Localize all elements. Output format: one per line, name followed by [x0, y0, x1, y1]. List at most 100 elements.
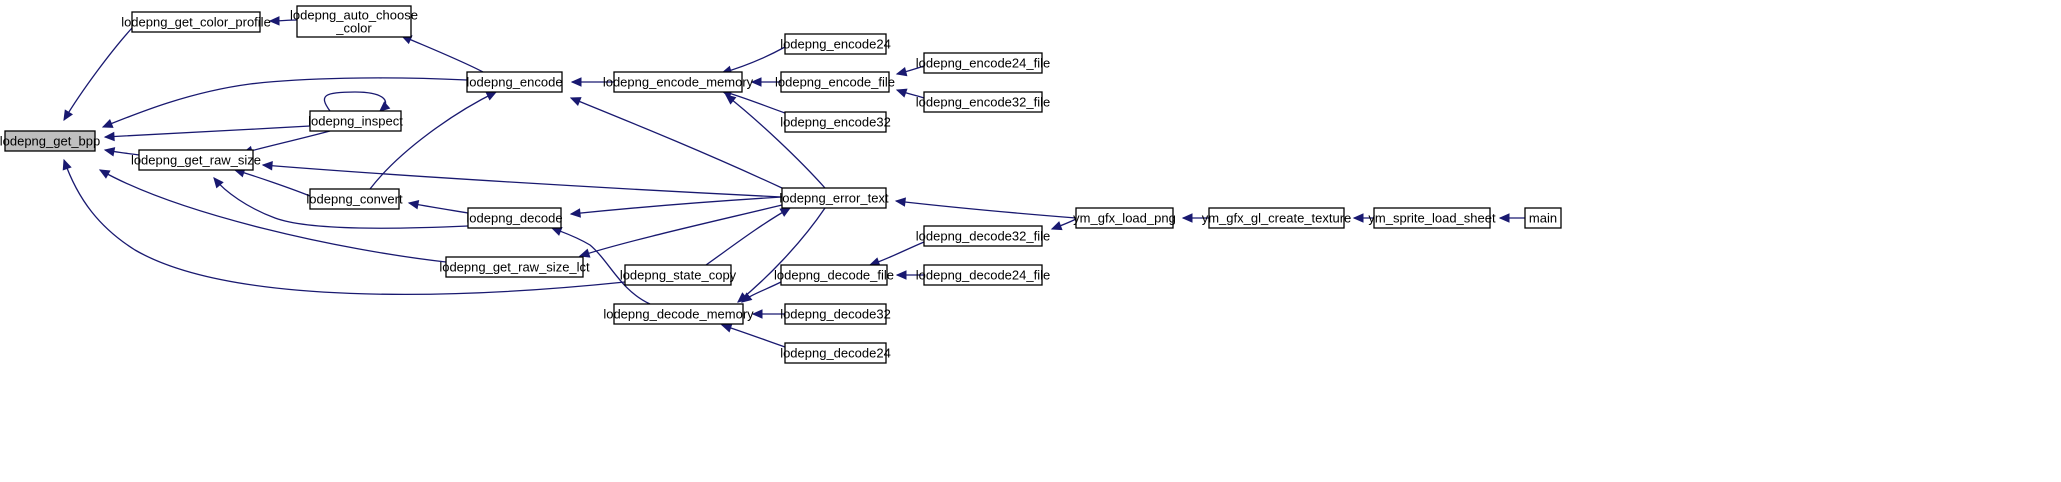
arrowhead-error-text-to-get-raw-size [261, 160, 273, 171]
node-label-decode24-file: lodepng_decode24_file [916, 268, 1050, 283]
node-box-get-color-profile[interactable] [131, 11, 261, 33]
node-ym-sprite-load-sheet[interactable]: ym_sprite_load_sheet [1368, 207, 1496, 229]
node-box-state-copy[interactable] [624, 264, 732, 286]
node-box-decode32-file[interactable] [923, 225, 1043, 247]
edge-decode-memory-to-decode [551, 227, 651, 305]
arrowhead-encode-memory-to-encode [570, 77, 582, 87]
arrowhead-auto-choose-color-to-get-color-profile [268, 16, 280, 26]
node-main[interactable]: main [1524, 207, 1562, 229]
node-label-ym-gfx-load-png: ym_gfx_load_png [1073, 211, 1176, 226]
node-box-encode-file[interactable] [780, 71, 890, 93]
node-inspect[interactable]: lodepng_inspect [308, 110, 403, 132]
node-box-decode[interactable] [467, 207, 562, 229]
arrowhead-ym-gfx-load-png-to-error-text [894, 197, 906, 207]
node-box-auto-choose-color[interactable] [296, 5, 412, 38]
node-label-decode: lodepng_decode [466, 211, 562, 226]
node-label-decode24: lodepng_decode24 [780, 346, 891, 361]
edge-get-raw-size-lct-to-get-bpp [99, 169, 447, 263]
edge-decode-to-get-raw-size [213, 177, 469, 229]
edge-error-text-to-decode-memory [737, 207, 826, 303]
node-label-get-color-profile: lodepng_get_color_profile [121, 15, 271, 30]
node-box-encode[interactable] [466, 71, 563, 93]
node-encode24-file[interactable]: lodepng_encode24_file [916, 52, 1050, 74]
node-ym-gfx-load-png[interactable]: ym_gfx_load_png [1073, 207, 1176, 229]
node-label-encode24-file: lodepng_encode24_file [916, 56, 1050, 71]
node-box-decode24[interactable] [784, 342, 887, 364]
node-box-main[interactable] [1524, 207, 1562, 229]
node-box-ym-sprite-load-sheet[interactable] [1373, 207, 1491, 229]
node-encode32[interactable]: lodepng_encode32 [780, 111, 891, 133]
node-box-get-bpp[interactable] [4, 130, 96, 152]
node-box-get-raw-size[interactable] [138, 149, 254, 171]
node-label-auto-choose-color-line2: _color [335, 21, 372, 36]
node-get-raw-size[interactable]: lodepng_get_raw_size [131, 149, 261, 171]
arrowhead-convert-to-encode [485, 91, 498, 101]
node-box-encode32[interactable] [784, 111, 887, 133]
node-state-copy[interactable]: lodepng_state_copy [620, 264, 737, 286]
node-box-decode-file[interactable] [780, 264, 888, 286]
node-box-encode24[interactable] [784, 33, 887, 55]
node-label-encode-memory: lodepng_encode_memory [603, 75, 754, 90]
node-label-encode-file: lodepng_encode_file [775, 75, 895, 90]
node-box-decode24-file[interactable] [923, 264, 1043, 286]
arrowhead-state-copy-to-error-text [779, 207, 792, 217]
node-box-encode-memory[interactable] [613, 71, 743, 93]
node-box-inspect[interactable] [309, 110, 402, 132]
node-box-decode32[interactable] [784, 303, 887, 325]
node-box-decode-memory[interactable] [613, 303, 744, 325]
arrowhead-error-text-to-get-raw-size-lct [578, 248, 591, 258]
node-get-bpp[interactable]: lodepng_get_bpp [0, 130, 100, 152]
node-label-get-bpp: lodepng_get_bpp [0, 134, 100, 149]
node-box-convert[interactable] [309, 188, 400, 210]
edge-state-copy-to-get-bpp [63, 159, 626, 295]
edge-inspect-to-inspect [323, 91, 387, 112]
edge-error-text-to-get-raw-size-lct [579, 204, 783, 257]
arrowhead-encode24-file-to-encode-file [895, 67, 908, 77]
node-get-color-profile[interactable]: lodepng_get_color_profile [121, 11, 271, 33]
node-decode24-file[interactable]: lodepng_decode24_file [916, 264, 1050, 286]
arrowhead-decode-to-convert [407, 200, 420, 210]
node-encode32-file[interactable]: lodepng_encode32_file [916, 91, 1050, 113]
node-label-encode24: lodepng_encode24 [780, 37, 891, 52]
edge-convert-to-encode [369, 91, 497, 190]
node-label-decode32-file: lodepng_decode32_file [916, 229, 1050, 244]
edge-inspect-to-get-bpp [104, 125, 311, 138]
edge-error-text-to-get-raw-size [262, 164, 783, 198]
node-box-ym-gfx-load-png[interactable] [1075, 207, 1174, 229]
arrowhead-error-text-to-decode [569, 208, 581, 218]
node-convert[interactable]: lodepng_convert [306, 188, 403, 210]
node-encode-file[interactable]: lodepng_encode_file [775, 71, 895, 93]
node-auto-choose-color[interactable]: lodepng_auto_choose_color [290, 5, 418, 38]
node-get-raw-size-lct[interactable]: lodepng_get_raw_size_lct [439, 256, 590, 278]
nodes-layer: lodepng_get_bpp lodepng_get_color_profile… [0, 5, 1562, 364]
arrowhead-decode-to-get-raw-size [213, 177, 224, 189]
arrowhead-encode-to-get-bpp [101, 119, 114, 128]
edge-encode-to-auto-choose-color [401, 35, 484, 73]
node-box-ym-gfx-gl-create-texture[interactable] [1208, 207, 1345, 229]
node-decode-memory[interactable]: lodepng_decode_memory [603, 303, 754, 325]
arrowhead-error-text-to-encode [569, 97, 582, 107]
node-encode[interactable]: lodepng_encode [466, 71, 563, 93]
edge-inspect-to-get-raw-size [242, 130, 331, 154]
arrowhead-decode-file-to-decode-memory [741, 292, 753, 303]
node-label-error-text: lodepng_error_text [779, 191, 889, 206]
arrowhead-ym-sprite-load-sheet-to-ym-gfx-gl-create-texture [1352, 213, 1364, 223]
node-box-encode24-file[interactable] [923, 52, 1043, 74]
node-box-encode32-file[interactable] [923, 91, 1043, 113]
node-ym-gfx-gl-create-texture[interactable]: ym_gfx_gl_create_texture [1202, 207, 1352, 229]
node-encode-memory[interactable]: lodepng_encode_memory [603, 71, 754, 93]
node-encode24[interactable]: lodepng_encode24 [780, 33, 891, 55]
arrowhead-decode-memory-to-decode [550, 227, 563, 236]
node-decode32-file[interactable]: lodepng_decode32_file [916, 225, 1050, 247]
node-decode32[interactable]: lodepng_decode32 [780, 303, 891, 325]
node-error-text[interactable]: lodepng_error_text [779, 187, 889, 209]
node-decode24[interactable]: lodepng_decode24 [780, 342, 891, 364]
arrowhead-get-color-profile-to-get-bpp [63, 109, 74, 122]
node-decode[interactable]: lodepng_decode [466, 207, 563, 229]
node-decode-file[interactable]: lodepng_decode_file [774, 264, 894, 286]
node-box-error-text[interactable] [781, 187, 887, 209]
node-label-encode32: lodepng_encode32 [780, 115, 891, 130]
edge-encode-to-get-bpp [102, 77, 468, 128]
node-box-get-raw-size-lct[interactable] [445, 256, 584, 278]
arrowhead-main-to-ym-sprite-load-sheet [1498, 213, 1510, 223]
